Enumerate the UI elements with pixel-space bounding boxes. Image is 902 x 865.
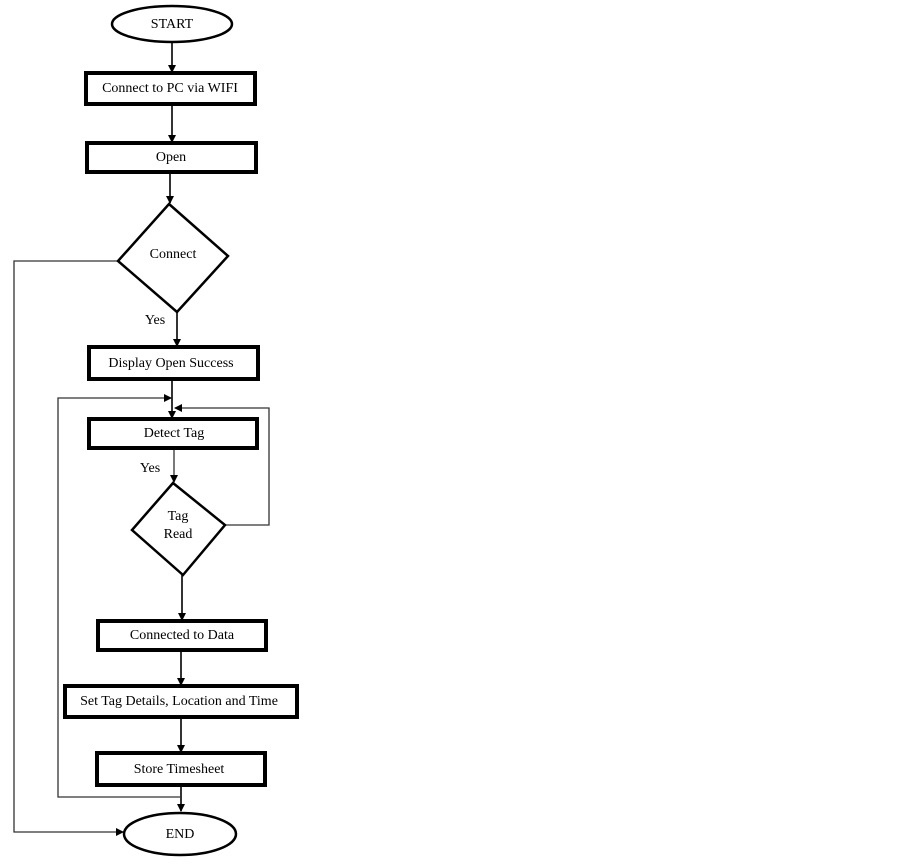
connect-decision: Connect — [116, 202, 230, 314]
start-label: START — [151, 17, 194, 32]
tag-read-label-line1: Tag — [168, 509, 189, 524]
connect-pc-label: Connect to PC via WIFI — [102, 81, 238, 96]
loop-tag-read-no — [174, 404, 270, 526]
connectors — [13, 42, 270, 836]
end-label: END — [166, 827, 195, 842]
detect-tag-node: Detect Tag — [87, 417, 259, 450]
detect-tag-label: Detect Tag — [144, 426, 205, 441]
connected-data-label: Connected to Data — [130, 628, 235, 643]
display-success-label: Display Open Success — [108, 356, 233, 371]
connect-pc-node: Connect to PC via WIFI — [84, 71, 257, 106]
yes-label-connect: Yes — [145, 313, 165, 328]
connected-data-node: Connected to Data — [96, 619, 268, 652]
set-details-label: Set Tag Details, Location and Time — [80, 694, 278, 709]
connect-label: Connect — [150, 247, 197, 262]
yes-label-detect: Yes — [140, 461, 160, 476]
end-node: END — [122, 811, 238, 857]
start-node: START — [110, 4, 234, 44]
tag-read-label-line2: Read — [164, 527, 193, 542]
open-label: Open — [156, 150, 186, 165]
loop-connect-fail-to-end — [13, 260, 124, 836]
store-timesheet-node: Store Timesheet — [95, 751, 267, 787]
set-details-node: Set Tag Details, Location and Time — [63, 684, 299, 719]
store-timesheet-label: Store Timesheet — [134, 762, 225, 777]
tag-read-decision: Tag Read — [130, 481, 227, 577]
open-node: Open — [85, 141, 258, 174]
loop-store-to-detect — [57, 394, 181, 798]
display-success-node: Display Open Success — [87, 345, 260, 381]
